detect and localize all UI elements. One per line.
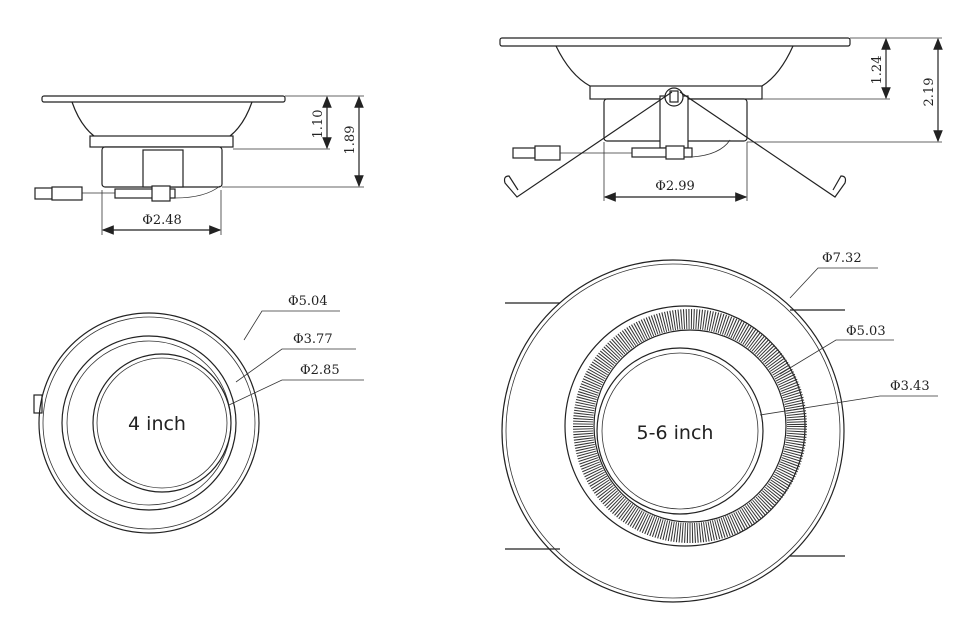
large-height-flange: 1.24: [870, 56, 885, 85]
large-size-label: 5-6 inch: [637, 422, 714, 444]
large-outer-diameter: Φ7.32: [822, 251, 862, 266]
small-height-total: 1.89: [343, 126, 358, 155]
large-body-diameter: Φ2.99: [655, 179, 695, 194]
small-inner-diameter: Φ2.85: [300, 363, 340, 378]
small-body-diameter: Φ2.48: [142, 213, 182, 228]
small-front-view: 4 inch Φ5.04 Φ3.77 Φ2.85: [33, 294, 364, 534]
small-height-flange: 1.10: [311, 110, 326, 139]
large-front-view: 5-6 inch Φ7.32 Φ5.03 Φ3.43: [501, 251, 938, 603]
large-side-view: 1.24 2.19 Φ2.99: [499, 37, 943, 202]
small-outer-diameter: Φ5.04: [288, 294, 328, 309]
large-height-total: 2.19: [922, 78, 937, 107]
large-inner-diameter: Φ3.43: [890, 379, 930, 394]
small-side-view: 1.10 1.89 Φ2.48: [34, 95, 364, 235]
large-ring-diameter: Φ5.03: [846, 324, 886, 339]
small-size-label: 4 inch: [128, 413, 186, 435]
small-ring-diameter: Φ3.77: [293, 332, 333, 347]
